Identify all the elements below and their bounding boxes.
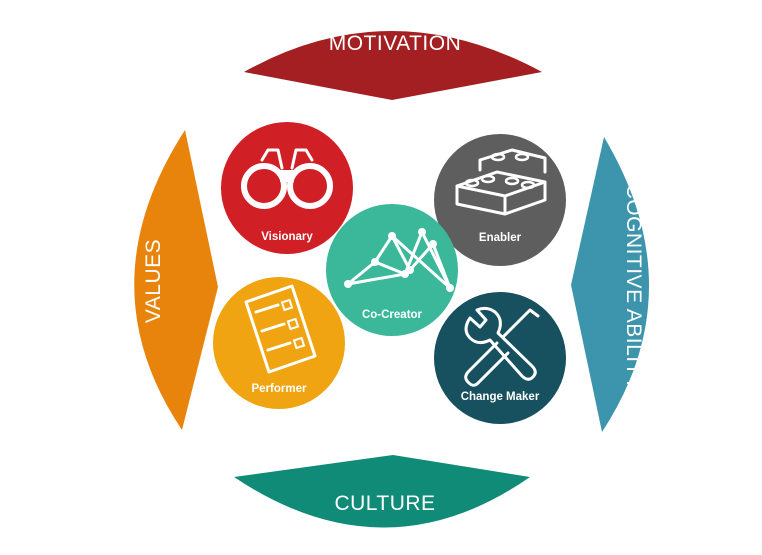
performer-node: Performer bbox=[213, 277, 345, 409]
values-label: VALUES bbox=[142, 239, 165, 323]
network-icon bbox=[344, 228, 454, 292]
bricks-icon bbox=[455, 148, 547, 216]
cognitive-ability-segment: COGNITIVE ABILITY bbox=[571, 137, 650, 432]
visionary-circle bbox=[221, 122, 353, 254]
co-creator-node: Co-Creator bbox=[326, 204, 458, 336]
performer-circle bbox=[213, 277, 345, 409]
cognitive-ability-shape bbox=[571, 137, 650, 432]
enabler-circle bbox=[434, 134, 566, 266]
change-maker-node: Change Maker bbox=[434, 292, 566, 424]
values-segment: VALUES bbox=[134, 130, 218, 430]
tools-icon bbox=[464, 306, 540, 387]
visionary-label: Visionary bbox=[261, 231, 313, 243]
checklist-icon bbox=[244, 284, 317, 374]
co-creator-label: Co-Creator bbox=[362, 309, 423, 321]
enabler-node: Enabler bbox=[434, 134, 566, 266]
change-maker-label: Change Maker bbox=[461, 391, 540, 403]
cognitive-ability-label: COGNITIVE ABILITY bbox=[622, 184, 645, 391]
binoculars-icon bbox=[241, 148, 333, 209]
values-shape bbox=[134, 130, 218, 430]
culture-shape bbox=[234, 455, 530, 528]
culture-label: CULTURE bbox=[334, 492, 435, 515]
motivation-label: MOTIVATION bbox=[329, 32, 462, 55]
enabler-label: Enabler bbox=[479, 232, 522, 244]
culture-segment: CULTURE bbox=[234, 455, 530, 528]
visionary-node: Visionary bbox=[221, 122, 353, 254]
motivation-shape bbox=[244, 31, 542, 100]
performer-label: Performer bbox=[252, 383, 307, 395]
motivation-segment: MOTIVATION bbox=[244, 31, 542, 100]
change-maker-circle bbox=[434, 292, 566, 424]
